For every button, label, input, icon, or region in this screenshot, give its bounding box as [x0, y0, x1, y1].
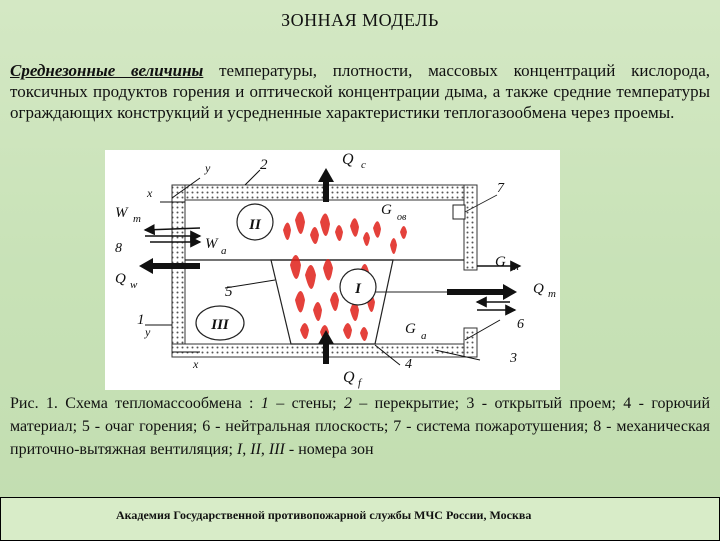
label-1: 1: [137, 312, 145, 328]
label-qm: Q: [533, 281, 544, 297]
label-qc: Q: [342, 151, 354, 168]
label-zone-2: II: [248, 217, 262, 233]
page-title: ЗОННАЯ МОДЕЛЬ: [281, 10, 439, 30]
caption-part: III: [268, 441, 285, 458]
caption-part: ,: [242, 441, 251, 458]
label-wm: W: [115, 205, 129, 221]
label-qf: Q: [343, 369, 355, 386]
label-4: 4: [405, 357, 412, 372]
label-wa-sub: a: [221, 245, 227, 257]
label-ga-sub: a: [421, 330, 427, 342]
label-qw: Q: [115, 271, 126, 287]
diagram-svg: y x 2 Q c 7 G ов W m II 8 W a G m Q w I …: [115, 151, 556, 389]
heat-mass-exchange-diagram: y x 2 Q c 7 G ов W m II 8 W a G m Q w I …: [105, 150, 560, 390]
wall-right: [463, 184, 478, 271]
intro-text: температуры, плотности, массовых концент…: [10, 61, 710, 122]
label-y-top: y: [204, 161, 211, 175]
label-wm-sub: m: [133, 213, 141, 225]
caption-part: – стены;: [268, 395, 344, 412]
caption-part: 1: [260, 395, 269, 412]
footer-bar: Академия Государственной противопожарной…: [0, 497, 720, 541]
label-qc-sub: c: [361, 159, 366, 171]
label-2: 2: [260, 157, 268, 173]
label-wa: W: [205, 236, 219, 252]
label-ga: G: [405, 321, 416, 337]
label-gm: G: [495, 254, 506, 270]
label-x-bot: x: [192, 357, 199, 371]
figure-caption: Рис. 1. Схема тепломассообмена : 1 – сте…: [10, 392, 710, 461]
zone-2-circle: [236, 203, 274, 241]
caption-part: 2: [343, 395, 352, 412]
thick-arrows: [139, 168, 517, 364]
leader-7: [464, 194, 498, 213]
label-8: 8: [115, 241, 122, 256]
zone-3-ellipse: [195, 305, 245, 341]
label-qm-sub: m: [548, 288, 556, 300]
label-gm-sub: m: [511, 261, 519, 273]
label-3: 3: [509, 351, 517, 366]
caption-part: II: [250, 441, 261, 458]
caption-part: – перекрытие; 3 - открытый проем; 4 - го…: [10, 395, 711, 458]
thin-arrows: [143, 224, 522, 316]
wall-right-lower: [463, 327, 478, 358]
label-7: 7: [497, 181, 505, 196]
intro-paragraph: Среднезонные величины температуры, плотн…: [10, 60, 710, 123]
zone-1-circle: [339, 268, 377, 306]
label-qw-sub: w: [130, 279, 138, 291]
wall-left: [171, 184, 186, 358]
label-5: 5: [225, 284, 233, 300]
caption-part: - номера зон: [284, 441, 374, 458]
label-y-bot: y: [144, 325, 151, 339]
caption-part: ,: [260, 441, 269, 458]
label-zone-3: III: [210, 317, 230, 333]
caption-part: Рис. 1. Схема тепломассообмена :: [10, 395, 261, 412]
label-x-top: x: [146, 186, 153, 200]
label-zone-1: I: [354, 281, 362, 297]
caption-part: I: [236, 441, 243, 458]
axis-marks: [145, 169, 501, 366]
label-g-ov-sub: ов: [397, 212, 407, 223]
footer-text: Академия Государственной противопожарной…: [116, 508, 532, 522]
label-6: 6: [517, 317, 524, 332]
intro-lead: Среднезонные величины: [10, 61, 204, 80]
label-g-ov: G: [381, 202, 392, 218]
fire-plume: [270, 259, 394, 345]
label-qf-sub: f: [358, 377, 363, 389]
sprinkler-box: [452, 204, 466, 220]
